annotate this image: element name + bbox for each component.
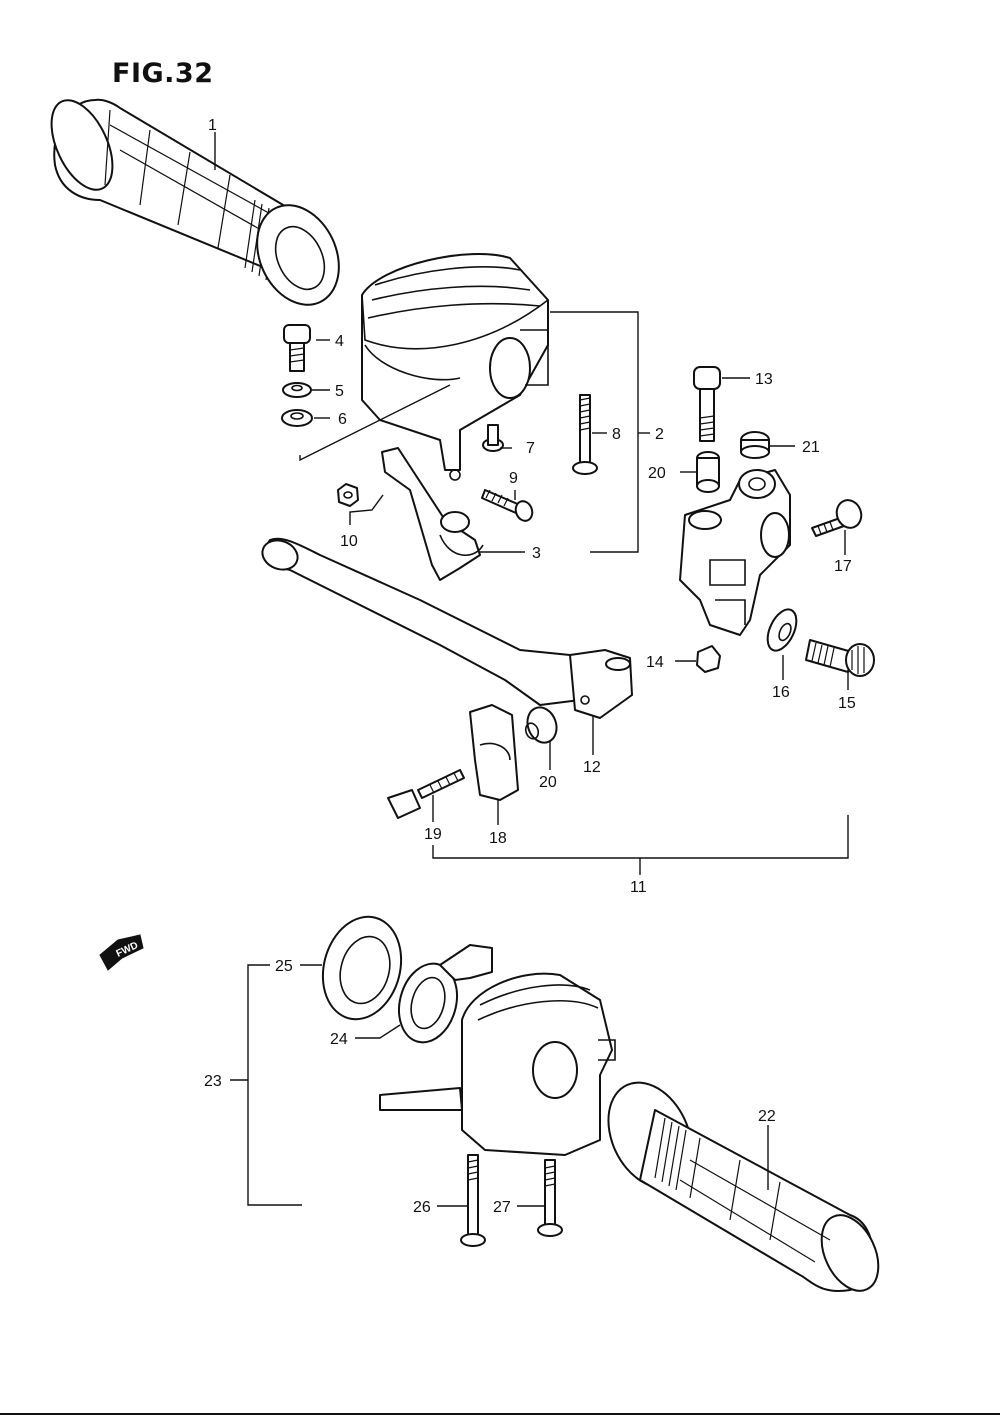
nut-14: [696, 645, 721, 673]
callout-27: 27: [493, 1199, 511, 1216]
callout-13: 13: [755, 371, 773, 388]
callout-12: 12: [583, 759, 601, 776]
adjuster-15: [805, 639, 875, 677]
callout-19: 19: [424, 826, 442, 843]
callout-9: 9: [509, 470, 518, 487]
callout-labels: 1 4 5 6 2 7 8 9 10 3 13 21 20 17 14 16 1…: [204, 117, 856, 1216]
fwd-arrow: FWD: [99, 934, 144, 971]
bolt-13: [693, 366, 721, 442]
callout-6: 6: [338, 411, 347, 428]
callout-20-upper: 20: [648, 465, 666, 482]
right-switch-housing: [379, 972, 616, 1156]
callout-10: 10: [340, 533, 358, 550]
callout-26: 26: [413, 1199, 431, 1216]
callout-18: 18: [489, 830, 507, 847]
screw-26: [460, 1154, 486, 1247]
callout-15: 15: [838, 695, 856, 712]
callout-25: 25: [275, 958, 293, 975]
screw-7: [482, 424, 504, 452]
washer-5: [282, 382, 312, 398]
callout-24: 24: [330, 1031, 348, 1048]
callout-16: 16: [772, 684, 790, 701]
callout-20-lower: 20: [539, 774, 557, 791]
clutch-lever: [261, 537, 633, 719]
bolt-19: [387, 769, 465, 819]
callout-7: 7: [526, 440, 535, 457]
callout-5: 5: [335, 383, 344, 400]
throttle-cam-24: [398, 944, 493, 1044]
callout-11: 11: [630, 879, 647, 896]
dust-cover-25: [321, 915, 403, 1021]
locknut-16: [766, 608, 798, 652]
callout-14: 14: [646, 654, 664, 671]
screw-27: [537, 1159, 563, 1237]
choke-lever: [381, 447, 484, 581]
leader-lines: [214, 132, 849, 1207]
callout-17: 17: [834, 558, 852, 575]
left-grip: [50, 98, 340, 306]
washer-6: [281, 409, 313, 427]
cap-21: [740, 431, 770, 459]
callout-1: 1: [208, 117, 217, 134]
callout-4: 4: [335, 333, 344, 350]
callout-23: 23: [204, 1073, 222, 1090]
collar-20-lower: [524, 706, 558, 744]
screw-17: [811, 499, 863, 537]
clamp-18: [469, 704, 519, 801]
screw-8: [572, 394, 598, 475]
screw-9: [481, 489, 534, 522]
nut-10: [337, 483, 359, 507]
callout-2: 2: [655, 426, 664, 443]
right-grip: [607, 1081, 880, 1292]
callout-8: 8: [612, 426, 621, 443]
figure-title: FIG.32: [112, 58, 214, 89]
callout-21: 21: [802, 439, 820, 456]
screw-4: [283, 324, 311, 372]
left-switch-housing: [361, 252, 549, 481]
lever-bracket: [679, 469, 791, 636]
callout-22: 22: [758, 1108, 776, 1125]
collar-20-upper: [696, 451, 720, 493]
callout-3: 3: [532, 545, 541, 562]
